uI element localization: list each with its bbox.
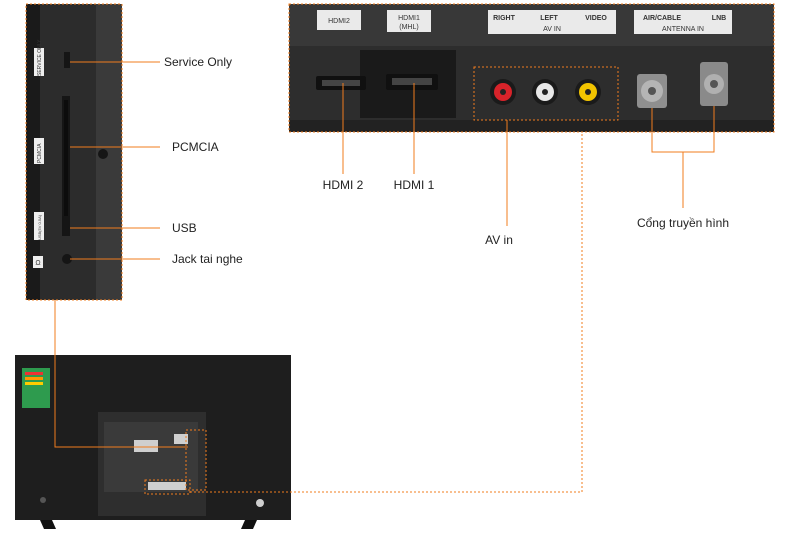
service-only-tag [34,48,44,76]
hdmi2-label-box [317,10,361,30]
service-port [64,52,70,68]
callout-antenna: Cổng truyền hình [637,216,729,230]
usb-port [62,216,70,236]
av-in-group-label: AV IN [543,26,561,33]
bottom-ports [148,482,186,490]
hdmi1-port-label: HDMI1 [398,15,420,22]
av-left-label: LEFT [540,15,558,22]
air-cable-label: AIR/CABLE [643,15,681,22]
lnb-label: LNB [712,15,726,22]
callout-hdmi2: HDMI 2 [323,178,364,192]
rating-sticker [134,440,158,452]
side-ports-highlight [185,429,207,491]
hdmi1-mhl-label: (MHL) [399,24,418,31]
side-panel-photo [25,3,123,301]
callout-av-in: AV in [485,233,513,247]
tv-back-photo [15,355,291,529]
connector-lines [54,61,715,493]
bottom-ports-highlight [144,479,191,495]
top-panel-photo [288,3,775,133]
antenna-label-box [634,10,732,34]
headphone-jack [62,254,72,264]
hdmi1-label-box [387,10,431,32]
av-video-label: VIDEO [585,15,607,22]
service-only-port-label: SERVICE ONLY [37,39,43,76]
left-foot [40,520,56,529]
pcmcia-tag [34,138,44,164]
screw [98,149,108,159]
av-in-highlight [473,66,619,121]
headphone-tag [33,256,43,268]
callout-usb: USB [172,221,197,235]
headphone-port-label: Ω [35,260,40,267]
callout-hdmi1: HDMI 1 [394,178,435,192]
av-right-label: RIGHT [493,15,516,22]
antenna-in-group-label: ANTENNA IN [662,26,704,33]
callout-pcmcia: PCMCIA [172,140,219,154]
usb-port-label: USB(5V 0.5A) [37,214,42,240]
callout-headphone-jack: Jack tai nghe [172,252,243,266]
callout-service-only: Service Only [164,55,232,69]
pcmcia-port-label: PCMCIA [37,143,43,163]
hdmi2-port-label: HDMI2 [328,18,350,25]
right-foot [241,520,257,529]
av-in-label-box [488,10,616,34]
usb-tag [34,212,44,240]
